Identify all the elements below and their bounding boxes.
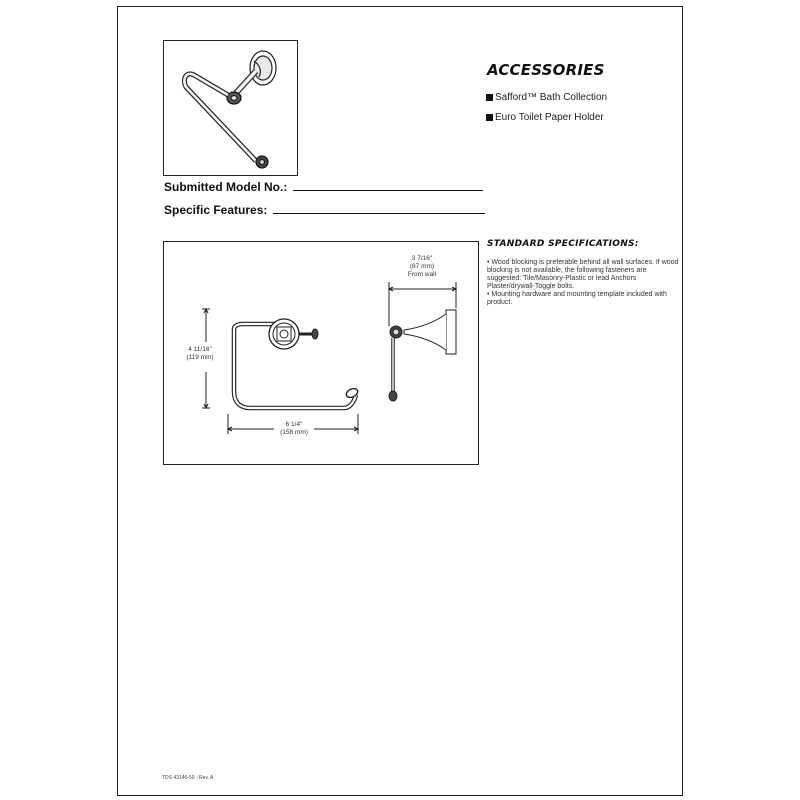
features-label: Specific Features: <box>164 203 268 217</box>
height-mm-label: (119 mm) <box>186 354 213 361</box>
spec-item: • Wood blocking is preferable behind all… <box>487 259 679 291</box>
model-number-label: Submitted Model No.: <box>164 180 288 194</box>
collection-name: Safford™ Bath Collection <box>495 92 608 103</box>
model-number-field[interactable] <box>293 189 484 191</box>
dimension-diagram: 4 11/16" (119 mm) 6 1/4" (158 mm) 3 7/16… <box>186 255 458 436</box>
model-number-row: Submitted Model No.: <box>164 180 484 194</box>
features-field[interactable] <box>273 212 486 214</box>
depth-note-label: From wall <box>408 271 437 278</box>
collection-line: Safford™ Bath Collection <box>486 92 607 103</box>
dimension-drawing: 4 11/16" (119 mm) 6 1/4" (158 mm) 3 7/16… <box>163 241 479 465</box>
spec-sheet-page <box>117 6 683 796</box>
width-dimension-label: 6 1/4" <box>286 421 303 428</box>
width-mm-label: (158 mm) <box>280 429 308 436</box>
depth-mm-label: (87 mm) <box>410 263 434 270</box>
specifications-list: • Wood blocking is preferable behind all… <box>487 259 679 308</box>
product-image <box>163 40 298 176</box>
product-name: Euro Toilet Paper Holder <box>495 112 604 123</box>
bullet-square-icon <box>486 114 493 121</box>
features-row: Specific Features: <box>164 203 486 217</box>
height-dimension-label: 4 11/16" <box>188 346 212 353</box>
document-code: TDS 43146-50 - Rev. A <box>162 775 214 781</box>
depth-dimension-label: 3 7/16" <box>412 255 433 262</box>
specifications-heading: STANDARD SPECIFICATIONS: <box>487 239 639 249</box>
bullet-square-icon <box>486 94 493 101</box>
page-title: ACCESSORIES <box>487 61 605 79</box>
spec-item: • Mounting hardware and mounting templat… <box>487 291 667 307</box>
product-line: Euro Toilet Paper Holder <box>486 112 604 123</box>
toilet-paper-holder-illustration <box>181 50 277 169</box>
